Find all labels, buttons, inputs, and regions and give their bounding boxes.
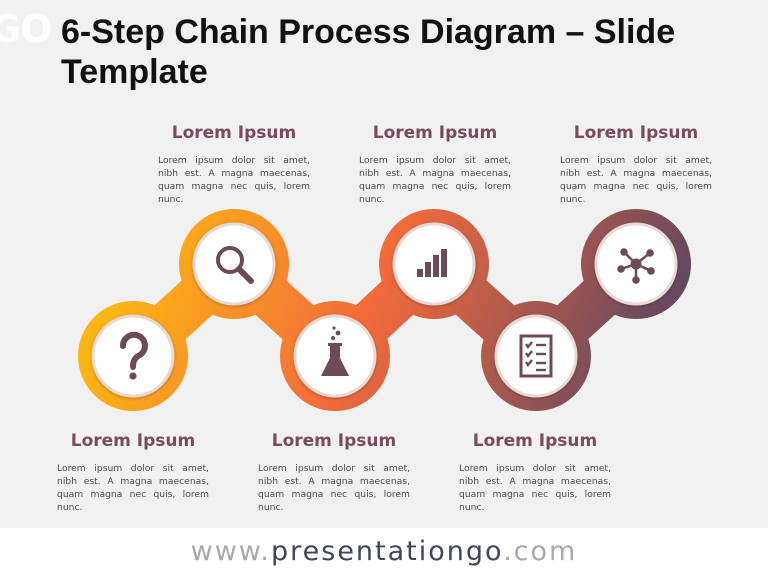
step-2-heading: Lorem Ipsum	[171, 123, 297, 143]
network-icon	[617, 248, 655, 284]
search-icon	[216, 246, 254, 284]
step-6-body: Lorem ipsum dolor sit amet, nibh est. A …	[560, 155, 712, 205]
step-5-caption: Lorem Ipsum Lorem ipsum dolor sit amet, …	[459, 430, 611, 514]
slide-title: 6-Step Chain Process Diagram – Slide Tem…	[61, 13, 676, 91]
step-5-heading: Lorem Ipsum	[472, 431, 598, 451]
step-4-body: Lorem ipsum dolor sit amet, nibh est. A …	[359, 155, 511, 205]
footer-brand: presentationgo	[271, 536, 504, 567]
question-icon	[119, 331, 148, 380]
logo: GO	[0, 7, 52, 51]
step-3-body: Lorem ipsum dolor sit amet, nibh est. A …	[258, 463, 410, 513]
step-5-body: Lorem ipsum dolor sit amet, nibh est. A …	[459, 463, 611, 513]
footer-com: .com	[503, 536, 578, 567]
step-3-heading: Lorem Ipsum	[271, 431, 397, 451]
step-6-caption: Lorem Ipsum Lorem ipsum dolor sit amet, …	[560, 122, 712, 206]
step-1-caption: Lorem Ipsum Lorem ipsum dolor sit amet, …	[57, 430, 209, 514]
step-1-heading: Lorem Ipsum	[70, 431, 196, 451]
step-3-caption: Lorem Ipsum Lorem ipsum dolor sit amet, …	[258, 430, 410, 514]
slide: GO 6-Step Chain Process Diagram – Slide …	[0, 0, 768, 528]
step-2-caption: Lorem Ipsum Lorem ipsum dolor sit amet, …	[158, 122, 310, 206]
chain-diagram	[78, 209, 691, 411]
footer-www: www.	[190, 536, 271, 567]
step-6-heading: Lorem Ipsum	[573, 123, 699, 143]
footer-website: www.presentationgo.com	[0, 528, 768, 576]
flask-icon	[321, 326, 349, 376]
step-2-body: Lorem ipsum dolor sit amet, nibh est. A …	[158, 155, 310, 205]
step-4-caption: Lorem Ipsum Lorem ipsum dolor sit amet, …	[359, 122, 511, 206]
checklist-icon	[519, 334, 553, 378]
step-4-heading: Lorem Ipsum	[372, 123, 498, 143]
bar-chart-icon	[417, 249, 447, 277]
step-1-body: Lorem ipsum dolor sit amet, nibh est. A …	[57, 463, 209, 513]
